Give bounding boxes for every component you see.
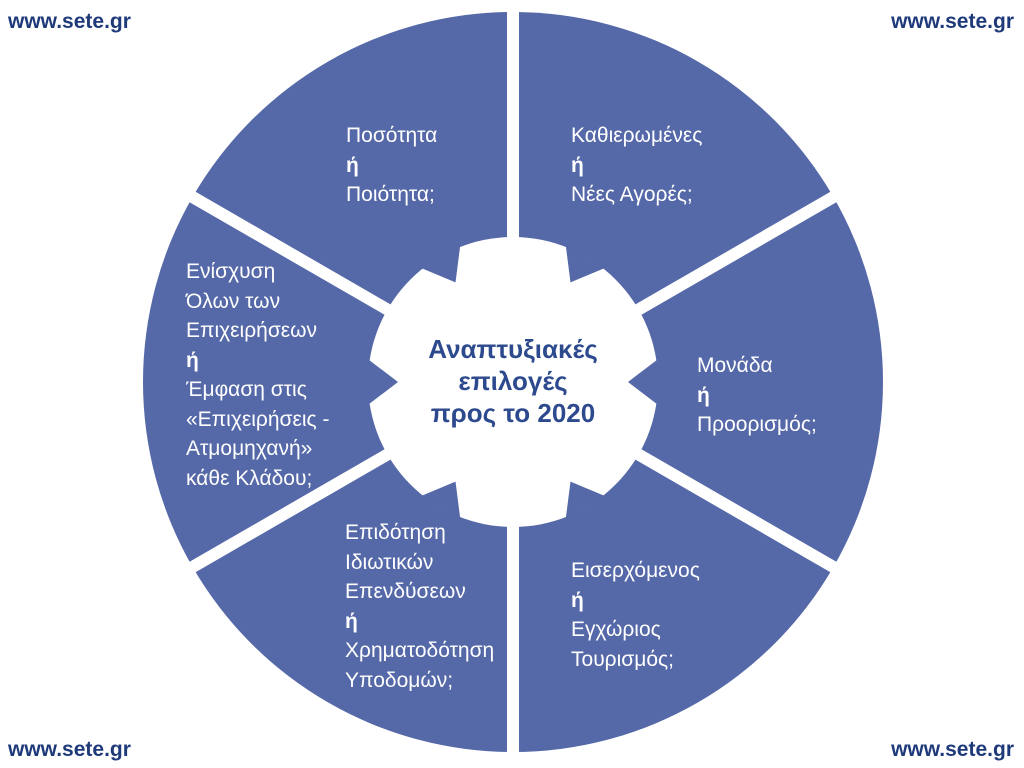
segment-text: Εισερχόμενος — [571, 559, 700, 582]
segment-or: ή — [571, 588, 584, 612]
center-title: Αναπτυξιακές επιλογές προς το 2020 — [408, 333, 618, 429]
segment-inbound-domestic: Εισερχόμενος ή Εγχώριος Τουρισμός; — [571, 556, 700, 674]
segment-unit-destination: Μονάδα ή Προορισμός; — [697, 351, 817, 440]
segment-text: Νέες Αγορές; — [571, 183, 693, 206]
segment-text: Υποδομών; — [345, 668, 454, 692]
website-url-top-left[interactable]: www.sete.gr — [8, 10, 131, 33]
segment-text: Χρηματοδότηση — [345, 639, 495, 662]
segment-text: Ιδιωτικών — [345, 550, 434, 574]
segment-text: Επενδύσεων — [345, 580, 466, 603]
segment-or: ή — [697, 383, 710, 407]
segment-text: Επιδότηση — [345, 521, 446, 544]
center-circle — [368, 237, 658, 527]
arrow-notch — [420, 481, 461, 520]
arrow-notch — [565, 481, 606, 520]
segment-right — [513, 197, 883, 567]
segment-text: Εγχώριος — [571, 618, 661, 641]
segment-text: Τουρισμός; — [571, 647, 674, 671]
segment-all-businesses-locomotive: Ενίσχυση Όλων των Επιχειρήσεων ή Έμφαση … — [186, 257, 329, 493]
segment-subsidy-infrastructure: Επιδότηση Ιδιωτικών Επενδύσεων ή Χρηματο… — [345, 518, 494, 695]
segment-text: «Επιχειρήσεις - — [186, 407, 330, 431]
website-url-top-right[interactable]: www.sete.gr — [891, 10, 1014, 33]
segment-or: ή — [345, 609, 358, 633]
segment-established-new-markets: Καθιερωμένες ή Νέες Αγορές; — [571, 121, 702, 210]
segment-or: ή — [571, 153, 584, 177]
arrow-notch — [565, 244, 606, 283]
segment-left — [143, 197, 513, 567]
segment-text: Καθιερωμένες — [571, 124, 703, 147]
segment-text: Έμφαση στις — [186, 378, 307, 401]
segment-text: Προορισμός; — [697, 413, 817, 436]
segment-text: Ποσότητα — [346, 124, 438, 147]
center-title-line: Αναπτυξιακές — [428, 334, 598, 364]
arrow-notch — [628, 359, 659, 405]
segment-quantity-quality: Ποσότητα ή Ποιότητα; — [346, 121, 437, 210]
website-url-bottom-left[interactable]: www.sete.gr — [8, 738, 131, 761]
segment-text: Ενίσχυση — [186, 260, 276, 283]
segment-or: ή — [186, 348, 199, 372]
segment-text: κάθε Κλάδου; — [186, 466, 313, 490]
center-arrows — [367, 244, 659, 520]
center-title-line: επιλογές — [458, 366, 568, 396]
center-title-line: προς το 2020 — [430, 398, 596, 428]
segment-text: Μονάδα — [697, 354, 773, 377]
segment-text: Όλων των — [186, 289, 281, 313]
arrow-notch — [367, 359, 398, 405]
arrow-notch — [420, 244, 461, 283]
segment-or: ή — [346, 153, 359, 177]
segment-text: Ποιότητα; — [346, 183, 435, 206]
website-url-bottom-right[interactable]: www.sete.gr — [891, 738, 1014, 761]
segment-text: Επιχειρήσεων — [186, 319, 318, 342]
segment-text: Ατμομηχανή» — [186, 437, 313, 460]
